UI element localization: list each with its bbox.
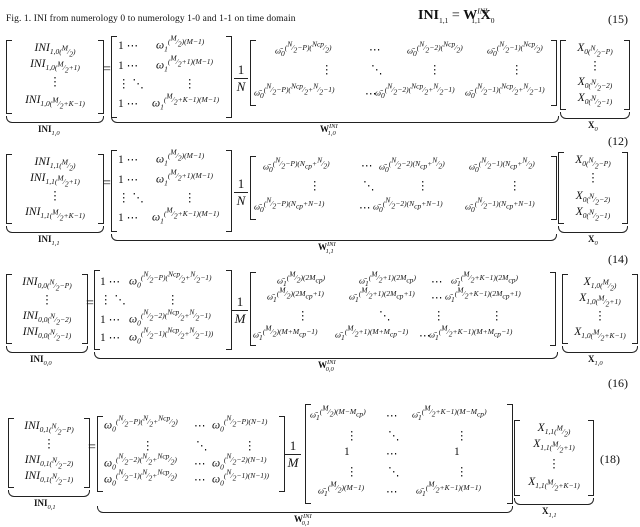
equation-number-14: (14)	[608, 252, 628, 266]
W-label: WINI1,0	[320, 123, 338, 137]
x-underbrace	[558, 226, 628, 233]
right-matrix: ω̄0(N⁄2−P)(Ncp+N⁄2) ⋯ ω̄0(N⁄2−2)(Ncp+N⁄2…	[250, 156, 557, 220]
equation-18: INI0,1(N⁄2−P) ⋮ INI0,1(N⁄2−2) INI0,1(N⁄2…	[0, 404, 640, 527]
lhs-label: INI0,1	[34, 498, 56, 511]
equation-12: INI1,0(M⁄2) INI1,0(M⁄2+1) ⋮ INI1,0(M⁄2+K…	[0, 34, 640, 137]
x-vector: X0(N⁄2−P) ⋮ X0(N⁄2−2) X0(N⁄2−1)	[560, 40, 630, 110]
x-vector: X0(N⁄2−P) ⋮ X0(N⁄2−2) X0(N⁄2−1)	[558, 152, 628, 224]
right-matrix: ω̄0(N⁄2−P)(Ncp⁄2) ⋯ ω̄0(N⁄2−2)(Ncp⁄2) ω̄…	[250, 40, 557, 106]
right-matrix: ω̄1(M⁄2)(M−Mcp) ⋯ ω̄1(M⁄2+K−1)(M−Mcp) ⋮ …	[305, 404, 513, 504]
equation-number-18: (18)	[600, 452, 620, 466]
lhs-underbrace	[8, 490, 90, 497]
x-label: X0	[588, 120, 598, 133]
lhs-label: INI0,0	[30, 354, 52, 367]
W-label: WINI0,1	[294, 513, 312, 527]
x-vector: X1,0(M⁄2) X1,0(M⁄2+1) ⋮ X1,0(M⁄2+K−1)	[562, 274, 638, 344]
lhs-vector: INI1,1(M⁄2) INI1,1(M⁄2+1) ⋮ INI1,1(M⁄2+K…	[6, 154, 104, 224]
x-underbrace	[562, 346, 638, 353]
lhs-vector: INI0,1(N⁄2−P) ⋮ INI0,1(N⁄2−2) INI0,1(N⁄2…	[8, 418, 90, 488]
x-underbrace	[514, 498, 594, 505]
W-underbrace	[94, 352, 558, 359]
left-matrix: ω0(N⁄2−P)(N⁄2+Ncp⁄2) ⋯ ω0(N⁄2−P)(N−1) ⋮ …	[97, 414, 285, 492]
W-underbrace	[111, 234, 557, 241]
x-underbrace	[560, 112, 630, 119]
equation-16: INI0,0(N⁄2−P) ⋮ INI0,0(N⁄2−2) INI0,0(N⁄2…	[0, 268, 640, 373]
equation-14: INI1,1(M⁄2) INI1,1(M⁄2+1) ⋮ INI1,1(M⁄2+K…	[0, 148, 640, 255]
W-underbrace	[97, 506, 513, 513]
equation-15: INI1,1 = WINI1,1X0	[418, 6, 495, 25]
left-matrix: 1 ⋯ ω1(M⁄2)(M−1) 1 ⋯ ω1(M⁄2+1)(M−1) ⋮ ⋱ …	[111, 148, 232, 232]
W-underbrace	[111, 116, 559, 123]
lhs-label: INI1,1	[38, 234, 60, 247]
equation-number-15: (15)	[608, 12, 628, 26]
x-label: X1,1	[542, 506, 557, 519]
lhs-underbrace	[6, 346, 88, 353]
left-matrix: 1 ⋯ ω0(N⁄2−P)(Ncp⁄2+N⁄2−1) ⋮ ⋱ ⋮ 1 ⋯ ω0(…	[94, 270, 232, 350]
lhs-vector: INI1,0(M⁄2) INI1,0(M⁄2+1) ⋮ INI1,0(M⁄2+K…	[6, 40, 104, 114]
x-label: X1,0	[588, 354, 603, 367]
lhs-label: INI1,0	[38, 124, 60, 137]
lhs-underbrace	[6, 116, 104, 123]
W-label: WINI1,1	[318, 241, 336, 255]
lhs-underbrace	[6, 226, 104, 233]
left-matrix: 1 ⋯ ω1(M⁄2)(M−1) 1 ⋯ ω1(M⁄2+1)(M−1) ⋮ ⋱ …	[111, 34, 232, 118]
equation-number-12: (12)	[608, 134, 628, 148]
x-label: X0	[588, 234, 598, 247]
figure-caption: Fig. 1. INI from numerology 0 to numerol…	[6, 14, 296, 24]
W-label: WINI0,0	[318, 359, 336, 373]
right-matrix: ω̄1(M⁄2)(2Mcp) ω̄1(M⁄2+1)(2Mcp) ⋯ ω̄1(M⁄…	[250, 270, 556, 346]
x-vector: X1,1(M⁄2) X1,1(M⁄2+1) ⋮ X1,1(M⁄2+K−1)	[514, 420, 594, 496]
equation-number-16: (16)	[608, 376, 628, 390]
lhs-vector: INI0,0(N⁄2−P) ⋮ INI0,0(N⁄2−2) INI0,0(N⁄2…	[6, 274, 88, 344]
